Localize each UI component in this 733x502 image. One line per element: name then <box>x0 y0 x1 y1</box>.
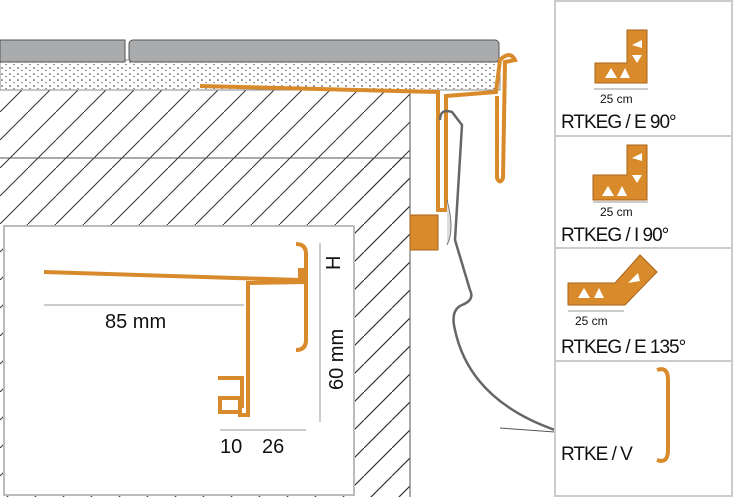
product-name: RTKE / V <box>561 444 633 465</box>
dim-label-26: 26 <box>262 436 284 458</box>
product-rtkeg-i90[interactable]: 25 cm RTKEG / I 90° <box>561 144 670 246</box>
profile-nose <box>295 242 308 352</box>
product-rtkeg-e90[interactable]: 25 cm RTKEG / E 90° <box>561 29 677 133</box>
product-dimension: 25 cm <box>600 205 633 219</box>
leader-line <box>499 427 556 433</box>
icon-cutouts <box>578 273 640 298</box>
outer-corner-90-icon <box>594 29 648 84</box>
product-name: RTKEG / I 90° <box>561 225 669 246</box>
dim-label-h: H <box>323 256 345 270</box>
edge-profile <box>199 53 518 212</box>
dim-label-60mm: 60 mm <box>326 329 348 390</box>
fixing-dowel <box>446 199 452 246</box>
product-dimension: 25 cm <box>575 314 608 328</box>
end-cap-icon <box>656 367 670 463</box>
profile-foot <box>218 376 244 408</box>
profile-cross-section <box>43 268 306 417</box>
profile-anchor-channel <box>409 214 439 251</box>
inset-frame <box>3 225 355 496</box>
dim-label-85mm: 85 mm <box>105 311 166 333</box>
outer-corner-135-icon <box>567 254 658 306</box>
icon-cutouts <box>605 40 642 78</box>
product-panel: 25 cm RTKEG / E 90° 25 cm RTKEG / I 90° … <box>554 0 733 497</box>
dim-label-10: 10 <box>220 436 242 458</box>
product-rtkeg-e135[interactable]: 25 cm RTKEG / E 135° <box>561 254 687 358</box>
icon-cutouts <box>602 153 642 196</box>
product-dimension: 25 cm <box>600 92 633 106</box>
product-rtke-v[interactable]: RTKE / V <box>561 367 670 465</box>
wall-face <box>355 158 410 497</box>
inner-corner-90-icon <box>592 144 648 201</box>
tile-right <box>128 39 500 63</box>
drip-edge <box>438 109 556 432</box>
inset-detail: 85 mm 60 mm H 10 26 <box>3 225 355 496</box>
tile-left <box>0 39 126 63</box>
product-name: RTKEG / E 90° <box>561 112 676 133</box>
product-name: RTKEG / E 135° <box>561 337 686 358</box>
